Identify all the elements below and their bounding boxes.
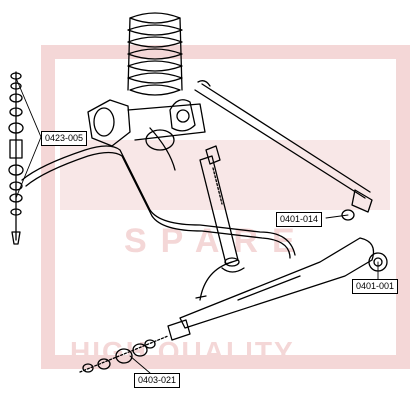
watermark-quality-text: HIGH QUALITY: [70, 336, 295, 367]
lateral-rod: [194, 80, 373, 221]
shock-absorber: [199, 145, 245, 273]
bushing-set-bottom: [79, 335, 169, 373]
part-label-0423-005[interactable]: 0423-005: [41, 131, 88, 146]
link-bushing-stack: [8, 71, 24, 245]
leader-lines: [15, 77, 379, 374]
axle-housing: [87, 99, 206, 171]
watermark-spare-text: SPARE: [124, 222, 309, 260]
coil-spring: [127, 12, 183, 96]
part-label-0401-001[interactable]: 0401-001: [352, 279, 399, 294]
watermark-band: [60, 140, 390, 210]
stabilizer-bar: [21, 145, 296, 301]
part-label-0401-014[interactable]: 0401-014: [276, 212, 323, 227]
watermark-frame: [41, 45, 410, 369]
part-label-0403-021[interactable]: 0403-021: [134, 373, 181, 388]
upper-link-bracket: [169, 99, 196, 132]
